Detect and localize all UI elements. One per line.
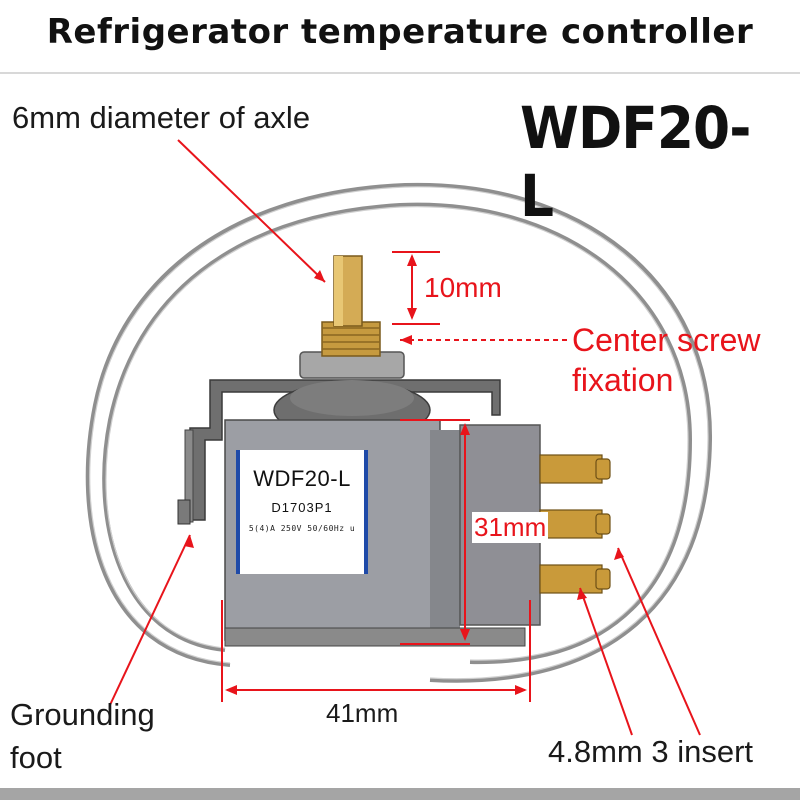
insert-label: 4.8mm 3 insert [548, 734, 754, 769]
capillary-tube [85, 182, 713, 683]
nameplate-rating: 5(4)A 250V 50/60Hz u [248, 524, 356, 533]
dimension-lines [109, 139, 701, 736]
center-screw-label: Center screw [572, 322, 761, 358]
banner-title: Refrigerator temperature controller [46, 12, 754, 52]
terminal-inserts [539, 454, 611, 594]
nameplate-model: WDF20-L [253, 466, 351, 491]
height-dimension-label: 31mm [472, 512, 549, 543]
grounding-foot-tab [177, 499, 191, 525]
grounding-foot-label: Grounding [10, 697, 155, 732]
dimension-arrowheads [184, 254, 624, 695]
model-title: WDF20-L [520, 94, 751, 230]
center-screw-label-line2: fixation [572, 362, 674, 398]
nameplate-code: D1703P1 [271, 500, 333, 515]
grounding-foot-label-line2: foot [10, 740, 62, 775]
width-dimension-label: 41mm [326, 698, 399, 728]
axle-shaft [299, 255, 405, 379]
title-banner: Refrigerator temperature controller [0, 0, 800, 74]
shaft-length-label: 10mm [424, 272, 502, 303]
bottom-bar [0, 788, 800, 800]
product-nameplate: WDF20-L D1703P1 5(4)A 250V 50/60Hz u [236, 450, 368, 574]
axle-diameter-label: 6mm diameter of axle [12, 100, 311, 135]
